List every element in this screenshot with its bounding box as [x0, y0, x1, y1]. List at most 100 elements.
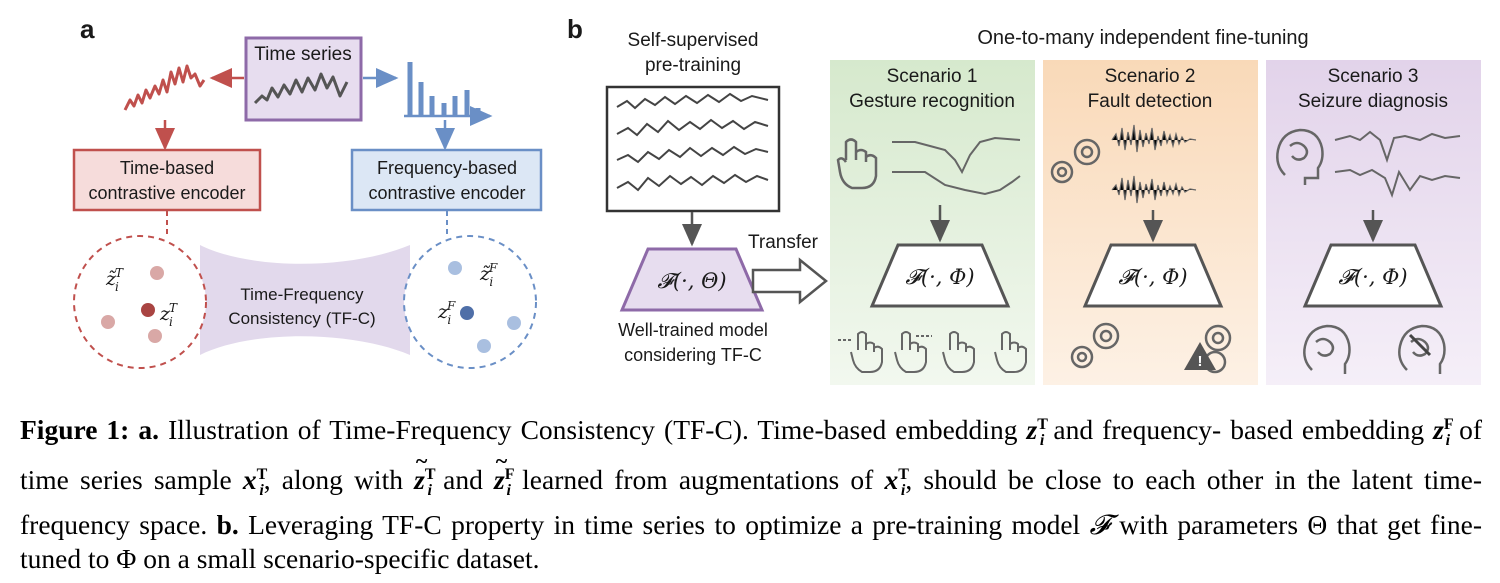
caption-text: based embedding: [1230, 414, 1425, 445]
freq-encoder-line2: contrastive encoder: [368, 183, 525, 203]
swipe-right-icon: [894, 331, 927, 373]
scenario-3-model-label: 𝓕(·, Φ): [1338, 265, 1407, 289]
scenario-1-title: Scenario 1: [887, 66, 978, 87]
consistency-line1: Time-Frequency: [240, 285, 364, 304]
warning-icon: [1184, 342, 1216, 370]
time-series-box: [244, 36, 363, 122]
caption-b-label: b.: [216, 509, 239, 540]
scenario-2-title: Scenario 2: [1105, 66, 1196, 87]
freq-point: [507, 316, 521, 330]
well-trained-line1: Well-trained model: [618, 320, 768, 340]
caption-text: and: [443, 464, 483, 495]
time-point: [148, 329, 162, 343]
freq-point: [477, 339, 491, 353]
swipe-down-icon: [942, 331, 975, 373]
z-f-symbol: zFi: [1433, 414, 1454, 449]
caption-text: , along with: [263, 464, 403, 495]
z-tilde-t-symbol: zTi: [414, 464, 435, 499]
time-encoder-line1: Time-based: [120, 158, 214, 178]
pretrained-model-trapezoid: [619, 247, 765, 312]
eeg-signal-1: [1334, 130, 1461, 164]
caption-text: Illustration of Time-Frequency Consisten…: [168, 414, 1018, 445]
caption-text: a pre-training model: [850, 509, 1081, 540]
time-series-label: Time series: [254, 44, 351, 65]
svg-text:!: !: [1198, 353, 1203, 370]
caption-text: on a small scenario-specific dataset.: [143, 543, 540, 574]
phi-symbol: Φ: [116, 543, 137, 574]
figure-1: a Time series Time-based contrastive enc…: [72, 14, 1481, 385]
caption-text: , should: [905, 464, 997, 495]
scenario-3-title: Scenario 3: [1328, 66, 1419, 87]
freq-point: [448, 261, 462, 275]
scenario-2-model: [1082, 243, 1224, 308]
model-theta-label: 𝓕(·, Θ): [657, 269, 726, 293]
gears-icon: [1050, 138, 1101, 184]
swipe-left-icon: [850, 331, 883, 373]
caption-text: Leveraging TF-C property in time series …: [248, 509, 842, 540]
panel-b-label: b: [567, 14, 583, 44]
time-point: [101, 315, 115, 329]
swipe-up-icon: [994, 331, 1027, 373]
gesture-signal-2: [892, 171, 1021, 196]
time-encoder-line2: contrastive encoder: [88, 183, 245, 203]
time-domain-signal-icon: [123, 64, 206, 111]
freq-embedding-space: [403, 235, 537, 369]
time-embedding-space: [73, 235, 207, 369]
seizure-brain-icon: [1398, 324, 1446, 374]
time-encoder-box: [72, 148, 262, 212]
panel-a-label: a: [80, 14, 95, 44]
time-series-signal-icon: [253, 72, 349, 105]
scenario-3-subtitle: Seizure diagnosis: [1298, 91, 1448, 112]
theta-symbol: Θ: [1307, 509, 1328, 540]
scenario-3-model: [1302, 243, 1444, 308]
normal-gears-icon: [1070, 322, 1120, 369]
well-trained-line2: considering TF-C: [624, 345, 762, 365]
caption-figure-label: Figure 1:: [20, 414, 130, 445]
caption-text: learned from augmentations of: [522, 464, 874, 495]
brain-head-icon: [1276, 128, 1324, 185]
healthy-brain-icon: [1303, 324, 1351, 374]
caption-a-label: a.: [138, 414, 160, 445]
freq-encoder-line1: Frequency-based: [377, 158, 517, 178]
scenario-1-subtitle: Gesture recognition: [849, 91, 1015, 112]
scenario-1-model: [869, 243, 1011, 308]
z-tilde-f-symbol: zFi: [494, 464, 514, 499]
caption-text: and frequency-: [1053, 414, 1222, 445]
scenario-1-model-label: 𝓕(·, Φ): [905, 265, 974, 289]
caption-text: with parameters: [1119, 509, 1299, 540]
finetune-title: One-to-many independent fine-tuning: [977, 27, 1308, 49]
faulty-gears-icon: !: [1184, 324, 1232, 374]
caption-text: of time series sample: [20, 414, 1483, 495]
freq-anchor-point: [460, 306, 474, 320]
time-point: [150, 266, 164, 280]
consistency-band: [200, 245, 410, 355]
scenario-2-model-label: 𝓕(·, Φ): [1118, 265, 1187, 289]
x-t-symbol: xTi: [884, 464, 909, 499]
transfer-label: Transfer: [748, 232, 819, 253]
consistency-line2: Consistency (TF-C): [228, 309, 375, 328]
freq-encoder-box: [350, 148, 543, 212]
caption-text: that get fine-tuned to: [20, 509, 1483, 574]
f-symbol: 𝓕: [1089, 509, 1110, 540]
fault-signal-2: [1111, 175, 1197, 204]
gesture-icons: [838, 331, 1027, 373]
frequency-spectrum-icon: [407, 62, 481, 115]
gesture-signal-1: [892, 136, 1021, 175]
eeg-signal-2: [1334, 168, 1461, 198]
multichannel-signal-icon: [616, 92, 769, 192]
hand-icon: [836, 138, 878, 190]
figure-caption: Figure 1: a. Illustration of Time-Freque…: [20, 408, 1482, 576]
transfer-arrow: [751, 257, 828, 305]
caption-text: be close to each other in the latent tim…: [20, 464, 1483, 540]
x-t-symbol: xTi: [242, 464, 268, 499]
scenario-2-subtitle: Fault detection: [1088, 91, 1213, 112]
fault-signal-1: [1111, 124, 1197, 153]
pretrain-title-1: Self-supervised: [628, 30, 759, 51]
time-anchor-point: [141, 303, 155, 317]
z-t-symbol: zTi: [1026, 414, 1048, 449]
pretrain-title-2: pre-training: [645, 55, 741, 76]
